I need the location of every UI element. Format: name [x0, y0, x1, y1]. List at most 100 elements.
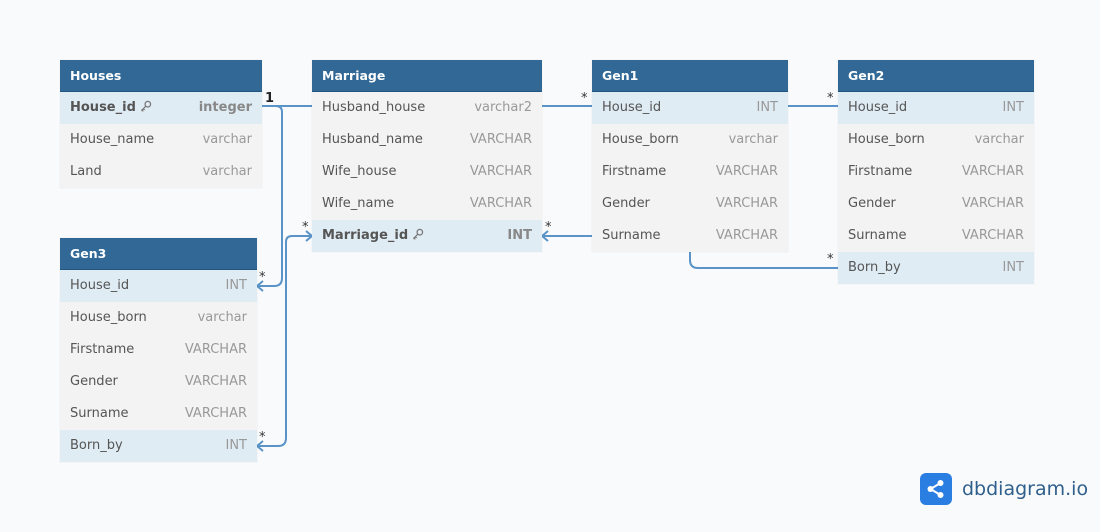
cardinality-label: * [827, 91, 834, 106]
table-row[interactable]: Gender VARCHAR [838, 188, 1034, 220]
table-header[interactable]: Houses [60, 60, 262, 92]
field-name: House_id [70, 278, 130, 293]
field-type: varchar2 [474, 100, 532, 115]
field-type: VARCHAR [715, 196, 778, 211]
field-name: Gender [70, 374, 118, 389]
table-header[interactable]: Gen2 [838, 60, 1034, 92]
cardinality-label: * [827, 252, 834, 267]
edge-marriage-gen3-bornby[interactable] [257, 235, 312, 447]
table-row[interactable]: Born_by INT [838, 252, 1034, 284]
table-row[interactable]: House_born varchar [592, 124, 788, 156]
field-type: VARCHAR [184, 406, 247, 421]
table-houses[interactable]: Houses House_id integer House_name varch… [60, 60, 262, 188]
field-type: varchar [974, 132, 1024, 147]
field-type: INT [1002, 100, 1025, 115]
field-type: varchar [202, 132, 252, 147]
field-type: VARCHAR [469, 164, 532, 179]
cardinality-label: * [259, 270, 266, 285]
cardinality-label: * [302, 220, 309, 235]
key-icon [413, 228, 424, 240]
field-name: Firstname [848, 164, 913, 179]
field-name: House_id [848, 100, 908, 115]
table-row[interactable]: Husband_name VARCHAR [312, 124, 542, 156]
field-type: INT [225, 438, 248, 453]
table-gen1[interactable]: Gen1 House_id INT House_born varchar Fir… [592, 60, 788, 252]
field-type: varchar [728, 132, 778, 147]
field-name: House_id [602, 100, 662, 115]
table-row[interactable]: House_id INT [592, 92, 788, 124]
field-name: Firstname [602, 164, 667, 179]
field-name: Husband_house [322, 100, 426, 115]
field-type: VARCHAR [961, 196, 1024, 211]
cardinality-label: * [581, 91, 588, 106]
field-name: Surname [70, 406, 129, 421]
field-name: House_id [70, 92, 152, 124]
field-type: VARCHAR [961, 228, 1024, 243]
table-row[interactable]: House_id integer [60, 92, 262, 124]
field-name: Husband_name [322, 132, 423, 147]
table-row[interactable]: Firstname VARCHAR [838, 156, 1034, 188]
field-type: varchar [202, 164, 252, 179]
cardinality-label: 1 [265, 91, 275, 106]
table-row[interactable]: Surname VARCHAR [60, 398, 257, 430]
field-name: Gender [848, 196, 896, 211]
table-row[interactable]: Firstname VARCHAR [60, 334, 257, 366]
field-type: VARCHAR [715, 164, 778, 179]
table-header[interactable]: Gen3 [60, 238, 257, 270]
table-row[interactable]: House_name varchar [60, 124, 262, 156]
field-type: INT [1002, 260, 1025, 275]
field-type: VARCHAR [961, 164, 1024, 179]
table-row[interactable]: Land varchar [60, 156, 262, 188]
table-row[interactable]: House_id INT [838, 92, 1034, 124]
field-type: INT [507, 228, 532, 243]
field-name: House_born [70, 310, 147, 325]
table-row[interactable]: Marriage_id INT [312, 220, 542, 252]
field-name: Marriage_id [322, 220, 424, 252]
table-row[interactable]: Wife_house VARCHAR [312, 156, 542, 188]
key-icon [140, 100, 152, 112]
table-row[interactable]: House_born varchar [60, 302, 257, 334]
field-type: integer [198, 100, 252, 115]
field-name: Gender [602, 196, 650, 211]
field-type: VARCHAR [184, 342, 247, 357]
brand-watermark[interactable]: dbdiagram.io [920, 473, 1088, 505]
table-row[interactable]: Surname VARCHAR [592, 220, 788, 252]
field-name: Surname [602, 228, 661, 243]
table-row[interactable]: House_id INT [60, 270, 257, 302]
table-header[interactable]: Marriage [312, 60, 542, 92]
field-name: Born_by [70, 438, 123, 453]
table-row[interactable]: Gender VARCHAR [592, 188, 788, 220]
table-row[interactable]: Surname VARCHAR [838, 220, 1034, 252]
table-row[interactable]: Born_by INT [60, 430, 257, 462]
table-row[interactable]: Wife_name VARCHAR [312, 188, 542, 220]
field-name: Born_by [848, 260, 901, 275]
table-gen2[interactable]: Gen2 House_id INT House_born varchar Fir… [838, 60, 1034, 284]
field-type: varchar [197, 310, 247, 325]
field-type: VARCHAR [715, 228, 778, 243]
brand-name: dbdiagram.io [962, 478, 1089, 500]
field-name: House_name [70, 132, 155, 147]
table-row[interactable]: Husband_house varchar2 [312, 92, 542, 124]
cardinality-label: * [259, 430, 266, 445]
field-type: VARCHAR [469, 132, 532, 147]
field-name: Wife_house [322, 164, 397, 179]
field-name: Surname [848, 228, 907, 243]
field-name: House_born [602, 132, 679, 147]
field-type: VARCHAR [184, 374, 247, 389]
table-row[interactable]: House_born varchar [838, 124, 1034, 156]
field-name: House_born [848, 132, 925, 147]
field-type: INT [756, 100, 779, 115]
edge-gen1-gen2-bornby[interactable] [689, 252, 838, 269]
field-name: Land [70, 164, 102, 179]
share-nodes-icon [920, 473, 952, 505]
field-name: Firstname [70, 342, 135, 357]
table-header[interactable]: Gen1 [592, 60, 788, 92]
table-row[interactable]: Firstname VARCHAR [592, 156, 788, 188]
table-gen3[interactable]: Gen3 House_id INT House_born varchar Fir… [60, 238, 257, 462]
table-row[interactable]: Gender VARCHAR [60, 366, 257, 398]
field-name: Wife_name [322, 196, 395, 211]
cardinality-label: * [545, 220, 552, 235]
table-marriage[interactable]: Marriage Husband_house varchar2 Husband_… [312, 60, 542, 252]
field-type: VARCHAR [469, 196, 532, 211]
